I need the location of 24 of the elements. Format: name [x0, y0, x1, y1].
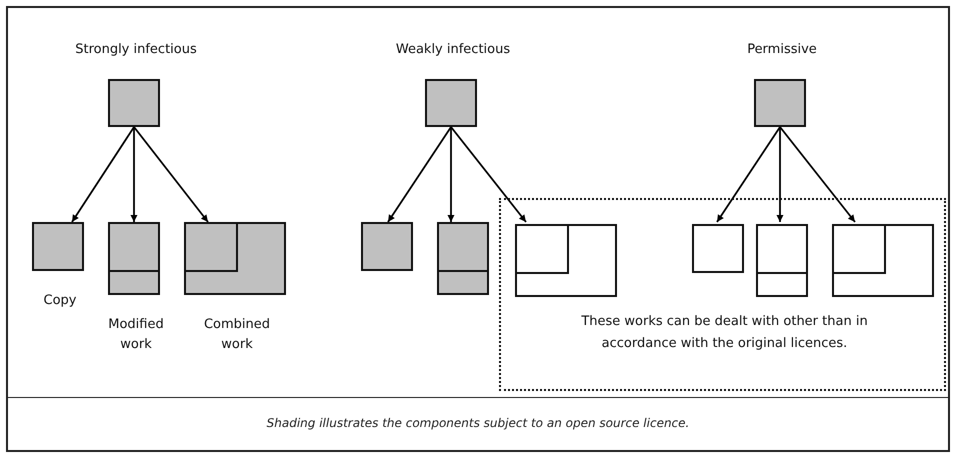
arrow — [450, 126, 527, 223]
node-label: Combined work — [202, 316, 272, 354]
group-heading: Permissive — [746, 41, 818, 59]
arrow — [133, 126, 209, 223]
note-text: These works can be dealt with other than in accordance with the original licences. — [580, 313, 869, 353]
node-label: Modified work — [107, 316, 165, 354]
arrow — [447, 127, 454, 222]
group-heading: Weakly infectious — [394, 41, 512, 59]
licensed-component-box — [361, 222, 413, 271]
arrow — [130, 127, 138, 222]
component-box — [832, 224, 934, 297]
node-label: Copy — [42, 292, 78, 310]
component-box — [692, 224, 744, 273]
licensed-component-box — [437, 222, 489, 295]
component-box — [756, 224, 808, 297]
arrow — [387, 126, 452, 222]
arrow — [71, 126, 135, 222]
arrow — [776, 127, 784, 222]
dotted-region — [499, 198, 946, 391]
arrow — [779, 126, 856, 223]
group-heading: Strongly infectious — [74, 41, 198, 59]
component-box — [515, 224, 617, 297]
arrow — [716, 126, 781, 222]
caption: Shading illustrates the components subject to an open source licence. — [266, 416, 690, 430]
